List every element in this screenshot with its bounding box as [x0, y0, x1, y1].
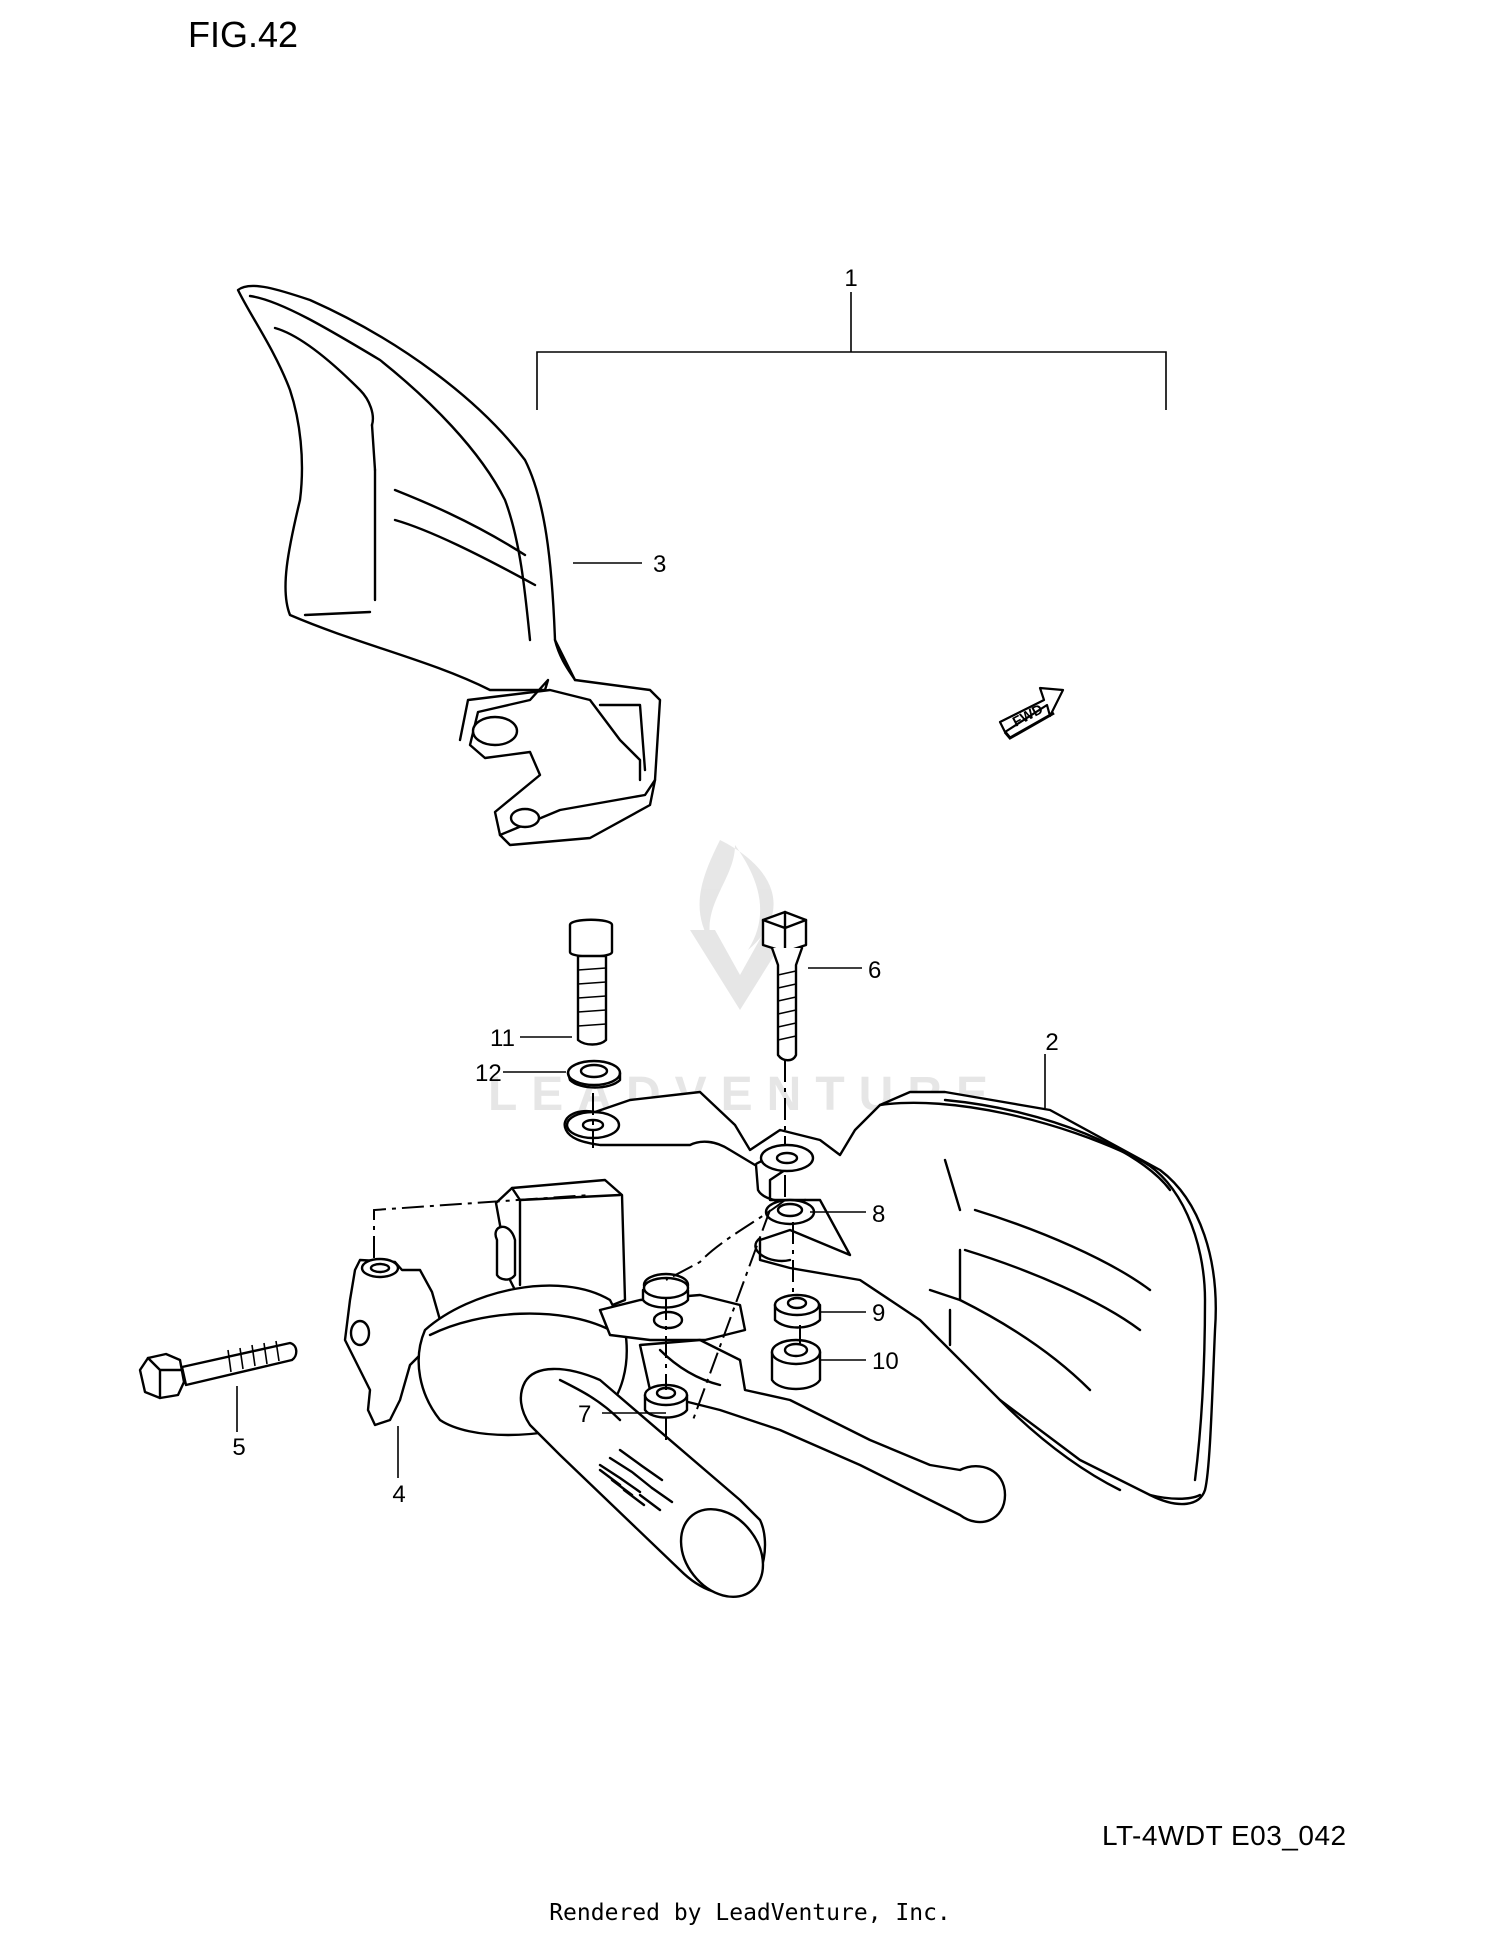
render-credit: Rendered by LeadVenture, Inc. [549, 1900, 951, 1926]
part-8-washer [764, 1198, 816, 1226]
callout-3: 3 [653, 551, 666, 578]
callout-6: 6 [868, 957, 881, 984]
part-6-bolt [761, 910, 808, 1062]
fwd-label: FWD [1010, 701, 1046, 730]
part-9-nut [773, 1293, 822, 1329]
callout-10: 10 [872, 1348, 899, 1375]
callout-5: 5 [232, 1434, 245, 1461]
figure-title: FIG.42 [188, 14, 299, 55]
callout-7: 7 [578, 1401, 591, 1428]
fwd-arrow-icon: FWD [998, 686, 1065, 740]
part-5-bolt [138, 1340, 298, 1400]
callout-9: 9 [872, 1300, 885, 1327]
part-4-master-cylinder [343, 1178, 1007, 1599]
part-2-right-handguard [563, 1090, 1217, 1506]
callout-12: 12 [475, 1060, 502, 1087]
assembly-bracket [536, 292, 1167, 410]
part-11-bolt [568, 918, 614, 1046]
assembly-lines [373, 1060, 801, 1445]
callouts: 1 2 3 4 5 6 7 8 9 10 11 12 [232, 265, 1058, 1508]
part-10-nut [770, 1338, 822, 1391]
callout-2: 2 [1045, 1029, 1058, 1056]
callout-8: 8 [872, 1201, 885, 1228]
watermark: LEADVENTURE [488, 840, 988, 1121]
diagram-code: LT-4WDT E03_042 [1102, 1820, 1347, 1851]
part-3-left-handguard [236, 284, 662, 847]
callout-1: 1 [844, 265, 857, 292]
part-12-collar [566, 1059, 622, 1089]
callout-11: 11 [490, 1025, 515, 1052]
callout-4: 4 [392, 1481, 405, 1508]
